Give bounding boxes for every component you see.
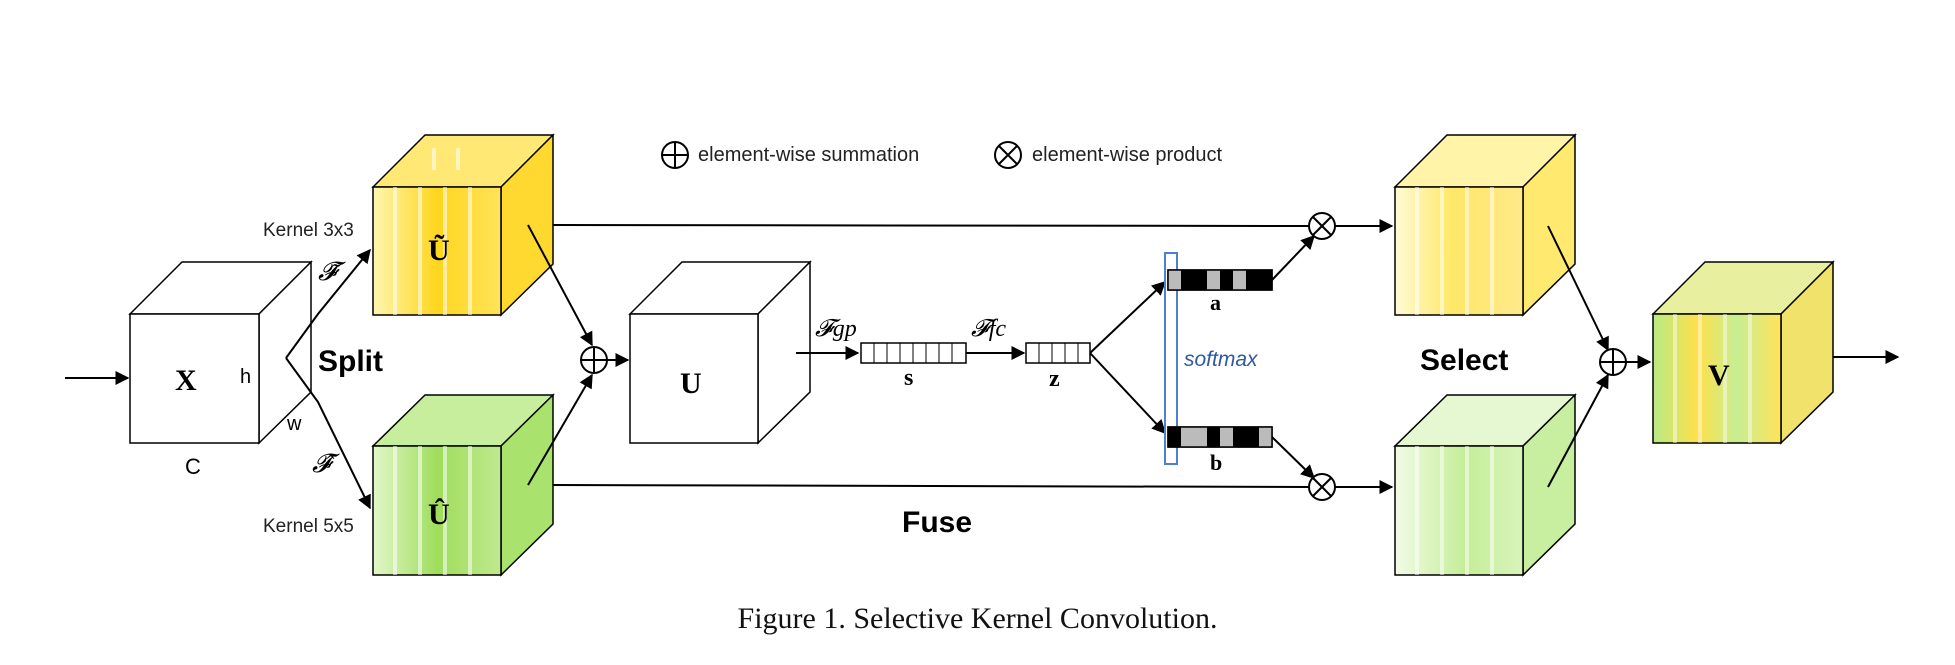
u-cube: U xyxy=(628,260,812,445)
f-hat-operator: 𝓕̂ xyxy=(312,449,340,478)
select-label: Select xyxy=(1420,344,1508,377)
s-label: s xyxy=(904,365,913,391)
a-label: a xyxy=(1210,290,1221,315)
x-height-label: h xyxy=(240,366,251,388)
select-bottom-arrow xyxy=(1547,373,1609,488)
x-channels-label: C xyxy=(185,454,201,479)
u-hat-cube: Û xyxy=(371,393,555,577)
b-label: b xyxy=(1210,450,1222,475)
figure-caption: Figure 1. Selective Kernel Convolution. xyxy=(737,602,1218,635)
f-gp-operator: 𝓕gp xyxy=(815,316,857,342)
f-fc-operator: 𝓕fc xyxy=(971,316,1006,342)
fuse-label: Fuse xyxy=(902,506,972,539)
v-cube: V xyxy=(1651,260,1835,445)
f-tilde-operator: 𝓕̃ xyxy=(318,257,346,286)
top-path-line xyxy=(552,224,1310,227)
split-label: Split xyxy=(318,345,383,378)
fuse-arrow-bottom xyxy=(527,373,593,486)
bottom-path-line xyxy=(552,484,1310,488)
legend-summation-label: element-wise summation xyxy=(698,144,919,166)
top-product-icon xyxy=(1308,212,1336,240)
bottom-product-icon xyxy=(1308,473,1336,501)
fuse-arrow-top xyxy=(527,224,593,347)
product-symbol-icon xyxy=(994,141,1022,169)
a-to-product-arrow xyxy=(1271,234,1315,281)
selected-yellow-cube xyxy=(1393,133,1577,317)
z-to-b-arrow xyxy=(1089,352,1166,435)
b-to-product-arrow xyxy=(1271,436,1316,479)
x-width-label: w xyxy=(286,413,302,435)
softmax-box xyxy=(1164,252,1178,465)
x-cube: X h w C xyxy=(128,260,313,479)
z-vector: z xyxy=(1025,342,1091,392)
legend: element-wise summation element-wise prod… xyxy=(661,141,1223,169)
z-label: z xyxy=(1049,366,1060,392)
z-to-a-arrow xyxy=(1089,281,1167,354)
u-tilde-label: Ũ xyxy=(428,234,450,267)
u-hat-label: Û xyxy=(428,498,450,531)
final-sum-icon xyxy=(1599,348,1627,376)
a-vector: a xyxy=(1167,269,1273,315)
fuse-sum-icon xyxy=(580,346,608,374)
v-label: V xyxy=(1708,359,1730,392)
u-tilde-cube: Ũ xyxy=(371,133,555,317)
legend-product-label: element-wise product xyxy=(1032,144,1223,166)
kernel5-label: Kernel 5x5 xyxy=(263,516,354,537)
s-vector: s xyxy=(860,342,967,391)
softmax-label: softmax xyxy=(1184,348,1259,371)
select-top-arrow xyxy=(1547,225,1609,352)
u-label: U xyxy=(680,367,702,400)
split-arrow-bottom xyxy=(285,357,371,510)
kernel3-label: Kernel 3x3 xyxy=(263,220,354,241)
b-vector: b xyxy=(1167,426,1273,475)
summation-symbol-icon xyxy=(661,141,689,169)
x-label: X xyxy=(175,364,197,397)
split-arrow-top xyxy=(285,248,371,359)
